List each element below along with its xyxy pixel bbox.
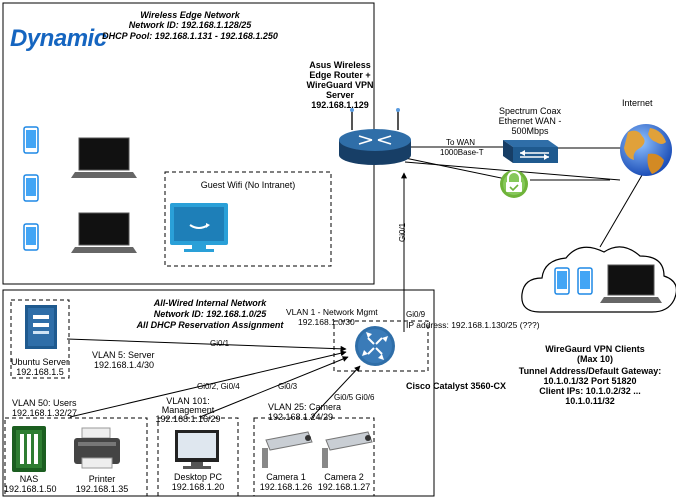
vpn-gateway-label: Tunnel Address/Default Gateway: — [518, 366, 662, 376]
port-users: Gi0/2, Gi0/4 — [197, 382, 240, 391]
wireless-dhcp-pool: DHCP Pool: 192.168.1.131 - 192.168.1.250 — [102, 31, 278, 41]
router-label-3: WireGuard VPN — [306, 80, 374, 90]
vlan-server-name: VLAN 5: Server — [92, 350, 155, 360]
switch-vlan1-net: 192.168.1.0/30 — [298, 317, 355, 327]
wireless-network-id: Network ID: 192.168.1.128/25 — [128, 20, 252, 30]
modem-label-1: Spectrum Coax — [498, 106, 562, 116]
phone-icon — [23, 223, 39, 251]
printer-icon — [74, 427, 120, 469]
vpn-title: WireGaurd VPN Clients — [545, 344, 645, 354]
router-ip: 192.168.1.129 — [311, 100, 369, 110]
wan-link-label-2: 1000Base-T — [440, 148, 484, 157]
wireless-zone-title: Wireless Edge Network — [140, 10, 240, 20]
printer-name: Printer — [88, 474, 116, 484]
wan-link-label-1: To WAN — [446, 138, 476, 147]
laptop-icon — [71, 137, 137, 178]
ubuntu-server-name: Ubuntu Server — [10, 357, 70, 367]
camera2-name: Camera 2 — [324, 472, 364, 482]
router-label-1: Asus Wireless — [309, 60, 371, 70]
server-box — [10, 299, 70, 379]
vlan-camera-name: VLAN 25: Camera — [268, 402, 342, 412]
modem-label-2: Ethernet WAN - — [498, 116, 562, 126]
camera-icon — [322, 431, 373, 468]
desktop-ip: 192.168.1.20 — [171, 482, 225, 492]
router-label-4: Server — [325, 90, 355, 100]
switch-name: Cisco Catalyst 3560-CX — [406, 381, 507, 391]
camera1-ip: 192.168.1.26 — [259, 482, 313, 492]
nas-icon — [12, 426, 46, 472]
printer-ip: 192.168.1.35 — [75, 484, 129, 494]
vlan-mgmt-net: 192.168.1.16/29 — [155, 414, 221, 424]
vlan-server-net: 192.168.1.4/30 — [94, 360, 155, 370]
router-label-2: Edge Router + — [309, 70, 371, 80]
vpn-gateway-value: 10.1.0.1/32 Port 51820 — [543, 376, 637, 386]
switch-vlan1-label: VLAN 1 - Network Mgmt — [286, 307, 378, 317]
tv-icon — [170, 203, 228, 252]
internet-label: Internet — [622, 98, 653, 108]
connection-lines — [66, 146, 646, 418]
switch-ip-address: IP address: 192.168.1.130/25 (???) — [406, 320, 540, 330]
vpn-client-ips-end: 10.1.0.11/32 — [565, 396, 615, 406]
vlan-users-name: VLAN 50: Users — [12, 398, 77, 408]
switch-icon — [355, 326, 395, 366]
ubuntu-server-ip: 192.168.1.5 — [16, 367, 64, 377]
switch-box — [333, 320, 429, 372]
modem-icon — [503, 140, 558, 163]
desktop-name: Desktop PC — [173, 472, 223, 482]
camera1-name: Camera 1 — [266, 472, 306, 482]
vpn-lock-icon — [500, 170, 528, 198]
port-server: Gi0/1 — [210, 339, 230, 348]
mgmt-box — [157, 417, 239, 497]
phone-icon — [23, 126, 39, 154]
logo-text: Dynamic — [10, 25, 107, 52]
camera-icon — [262, 431, 313, 468]
phone-icon — [577, 267, 593, 295]
port-uplink: Gi0/1 — [398, 222, 407, 242]
port-mgmt: Gi0/3 — [278, 382, 298, 391]
users-box — [4, 417, 148, 497]
wired-zone-title: All-Wired Internal Network — [153, 298, 267, 308]
brand-logo: Dynamic — [10, 25, 107, 53]
port-uplink-top: Gi0/9 — [406, 310, 426, 319]
camera2-ip: 192.168.1.27 — [317, 482, 371, 492]
nas-name: NAS — [19, 474, 39, 484]
modem-label-3: 500Mbps — [511, 126, 549, 136]
vlan-mgmt-name: VLAN 101: — [166, 396, 210, 406]
vlan-mgmt-name2: Management — [161, 405, 215, 415]
guest-wifi-box — [164, 171, 332, 267]
guest-wifi-label: Guest Wifi (No Intranet) — [200, 180, 296, 190]
vpn-max: (Max 10) — [576, 354, 613, 364]
phone-icon — [23, 174, 39, 202]
port-camera: Gi0/5 Gi0/6 — [334, 393, 375, 402]
internet-globe-icon — [620, 124, 672, 176]
wired-dhcp-note: All DHCP Reservation Assignment — [136, 320, 284, 330]
laptop-icon — [71, 212, 137, 253]
vlan-users-net: 192.168.1.32/27 — [12, 408, 78, 418]
server-icon — [25, 305, 57, 349]
vpn-client-ips: Client IPs: 10.1.0.2/32 ... — [539, 386, 641, 396]
camera-box — [253, 417, 375, 497]
desktop-pc-icon — [175, 430, 219, 469]
laptop-icon — [600, 264, 662, 303]
phone-icon — [554, 267, 570, 295]
nas-ip: 192.168.1.50 — [4, 484, 57, 494]
wired-network-id: Network ID: 192.168.1.0/25 — [153, 309, 267, 319]
vlan-camera-net: 192.168.1.24/29 — [268, 412, 334, 422]
router-icon — [339, 108, 411, 165]
